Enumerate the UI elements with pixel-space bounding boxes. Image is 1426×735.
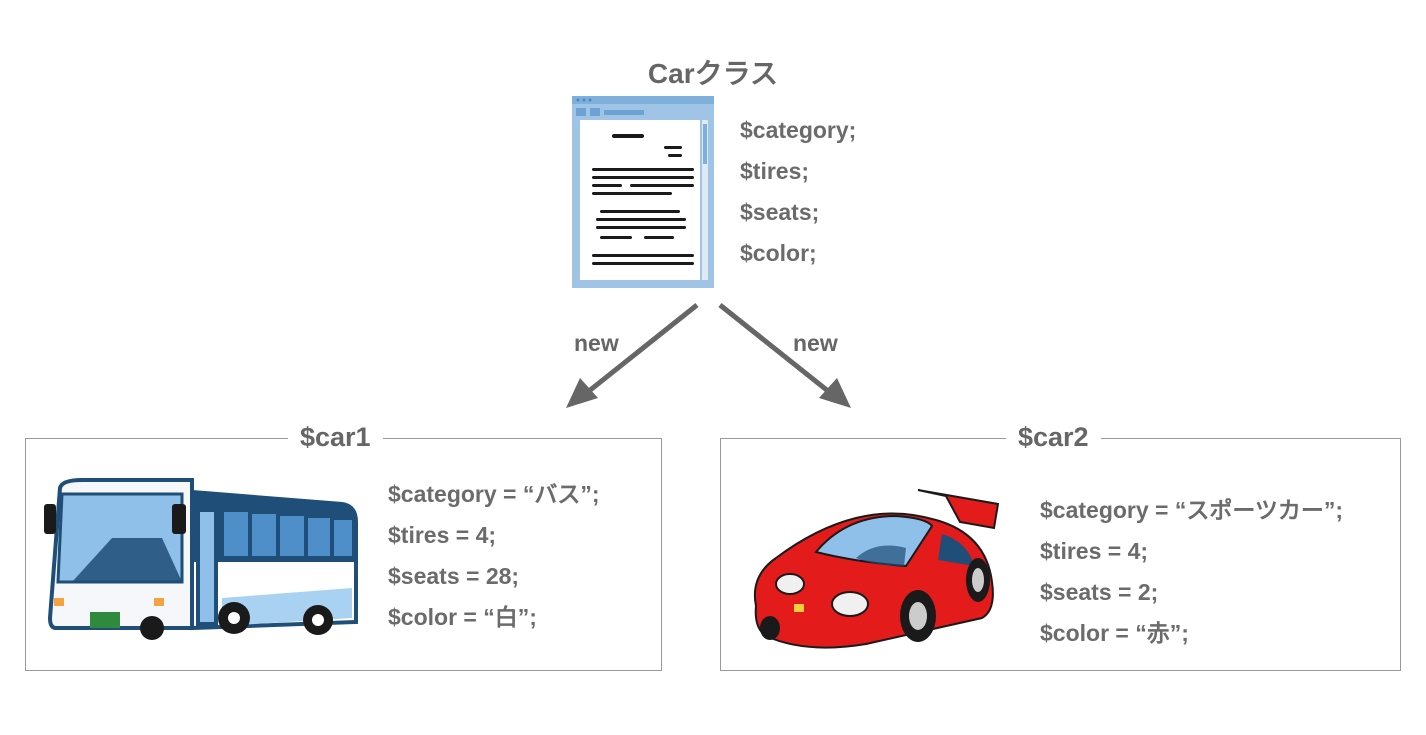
instance-property: $category = “バス”; xyxy=(388,481,600,507)
left-arrow-label: new xyxy=(574,330,619,356)
instance-name: $car1 xyxy=(288,422,383,453)
left-arrow xyxy=(566,303,699,408)
instance-property: $tires = 4; xyxy=(1040,538,1149,564)
right-arrow xyxy=(718,303,851,408)
instance-property: $seats = 2; xyxy=(1040,579,1159,605)
class-property: $tires; xyxy=(740,158,810,184)
instance-property: $color = “赤”; xyxy=(1040,620,1189,646)
document-icon xyxy=(572,96,714,288)
instance-property: $tires = 4; xyxy=(388,522,497,548)
class-property: $seats; xyxy=(740,199,820,225)
class-property-list: $category; $tires; $seats; $color; xyxy=(740,110,856,274)
instance-property-list: $category = “スポーツカー”; $tires = 4; $seats… xyxy=(1040,490,1343,654)
sports-car-icon xyxy=(754,489,1000,649)
bus-icon xyxy=(44,478,358,640)
instance-property: $seats = 28; xyxy=(388,563,520,589)
instance-name: $car2 xyxy=(1006,422,1101,453)
instance-property: $color = “白”; xyxy=(388,604,537,630)
class-title: Carクラス xyxy=(647,58,779,89)
instance-property-list: $category = “バス”; $tires = 4; $seats = 2… xyxy=(388,474,600,638)
instance-property: $category = “スポーツカー”; xyxy=(1040,497,1344,523)
right-arrow-label: new xyxy=(793,330,838,356)
class-property: $color; xyxy=(740,240,817,266)
class-property: $category; xyxy=(740,117,857,143)
